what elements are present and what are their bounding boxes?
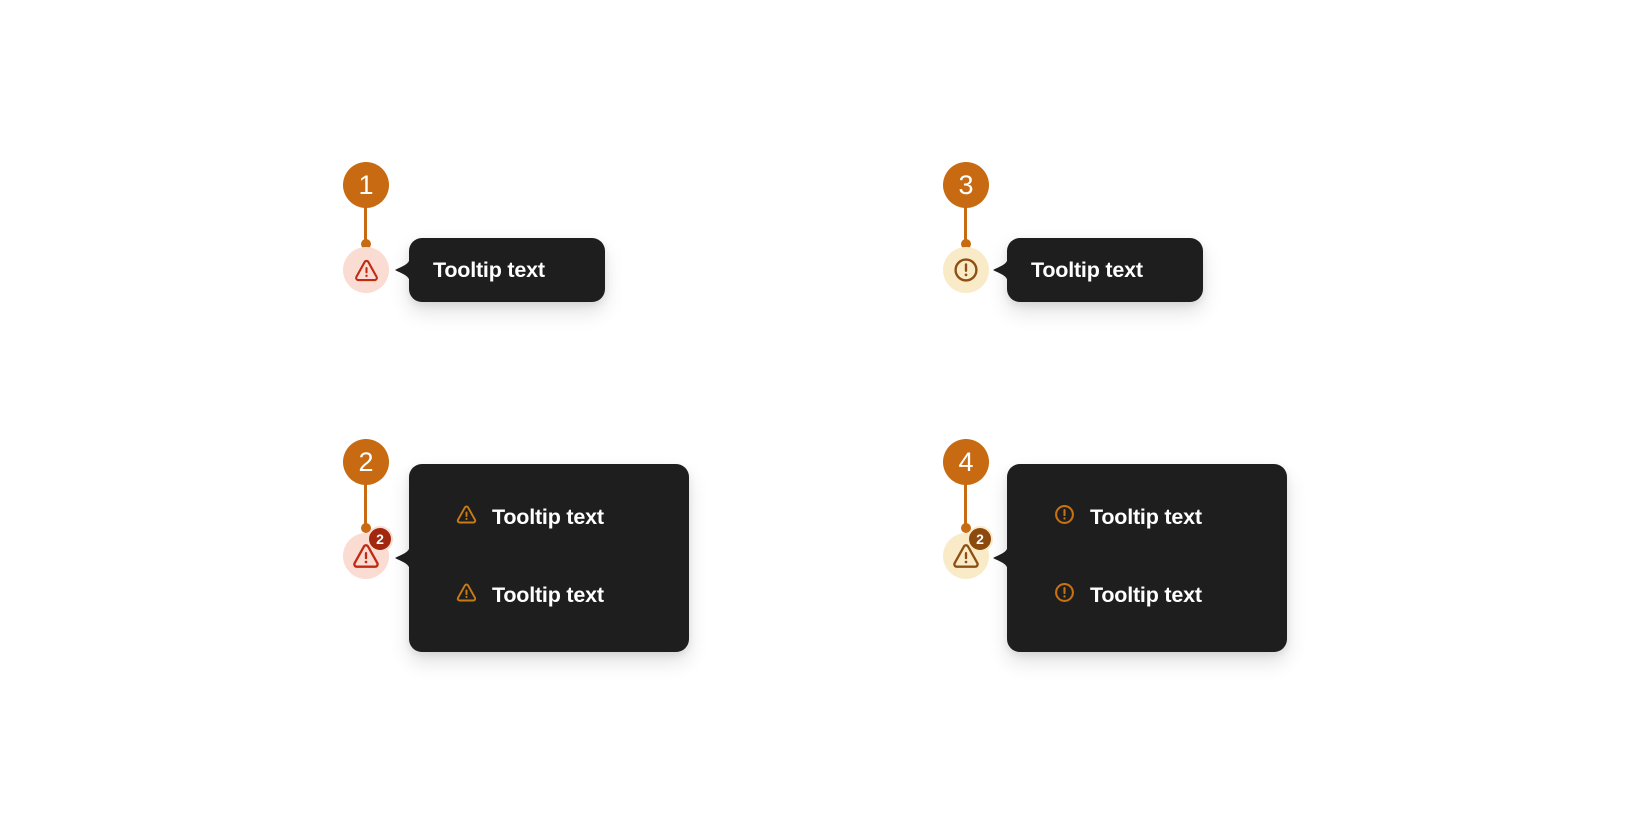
tooltip-text: Tooltip text xyxy=(492,582,604,607)
annotation-marker-4: 4 xyxy=(943,439,989,485)
warning-status-trigger[interactable] xyxy=(943,247,989,293)
tooltip-text: Tooltip text xyxy=(433,257,545,282)
count-badge: 2 xyxy=(969,528,991,550)
tooltip-single-warning: Tooltip text xyxy=(993,238,1203,302)
tooltip-multi-warning: Tooltip text Tooltip text xyxy=(993,464,1287,652)
warning-triangle-icon xyxy=(456,504,477,531)
tooltip-arrow xyxy=(993,545,1008,571)
alert-circle-icon xyxy=(1054,504,1075,531)
annotation-connector-dot xyxy=(961,239,971,249)
tooltip-text: Tooltip text xyxy=(492,504,604,529)
alert-circle-icon xyxy=(1054,582,1075,609)
warning-triangle-icon xyxy=(952,542,980,570)
annotation-marker-2: 2 xyxy=(343,439,389,485)
warning-triangle-icon xyxy=(456,582,477,609)
alert-circle-icon xyxy=(953,257,979,283)
tooltip-row: Tooltip text xyxy=(456,582,689,608)
tooltip-multi-danger: Tooltip text Tooltip text xyxy=(395,464,689,652)
tooltip-text: Tooltip text xyxy=(1031,257,1143,282)
count-badge: 2 xyxy=(369,528,391,550)
tooltip-arrow xyxy=(993,257,1008,283)
warning-triangle-icon xyxy=(352,542,380,570)
annotation-connector-line xyxy=(964,483,967,527)
danger-status-trigger[interactable] xyxy=(343,247,389,293)
annotation-connector-line xyxy=(964,206,967,242)
annotation-marker-1: 1 xyxy=(343,162,389,208)
tooltip-arrow xyxy=(395,257,410,283)
tooltip-text: Tooltip text xyxy=(1090,582,1202,607)
tooltip-row: Tooltip text xyxy=(1054,582,1287,608)
tooltip-arrow xyxy=(395,545,410,571)
warning-triangle-icon xyxy=(354,258,379,283)
annotation-connector-line xyxy=(364,206,367,242)
tooltip-row: Tooltip text xyxy=(456,504,689,530)
annotation-connector-dot xyxy=(361,523,371,533)
tooltip-row: Tooltip text xyxy=(1054,504,1287,530)
annotation-connector-dot xyxy=(961,523,971,533)
annotation-marker-3: 3 xyxy=(943,162,989,208)
annotation-connector-line xyxy=(364,483,367,527)
annotation-connector-dot xyxy=(361,239,371,249)
tooltip-text: Tooltip text xyxy=(1090,504,1202,529)
tooltip-single-danger: Tooltip text xyxy=(395,238,605,302)
